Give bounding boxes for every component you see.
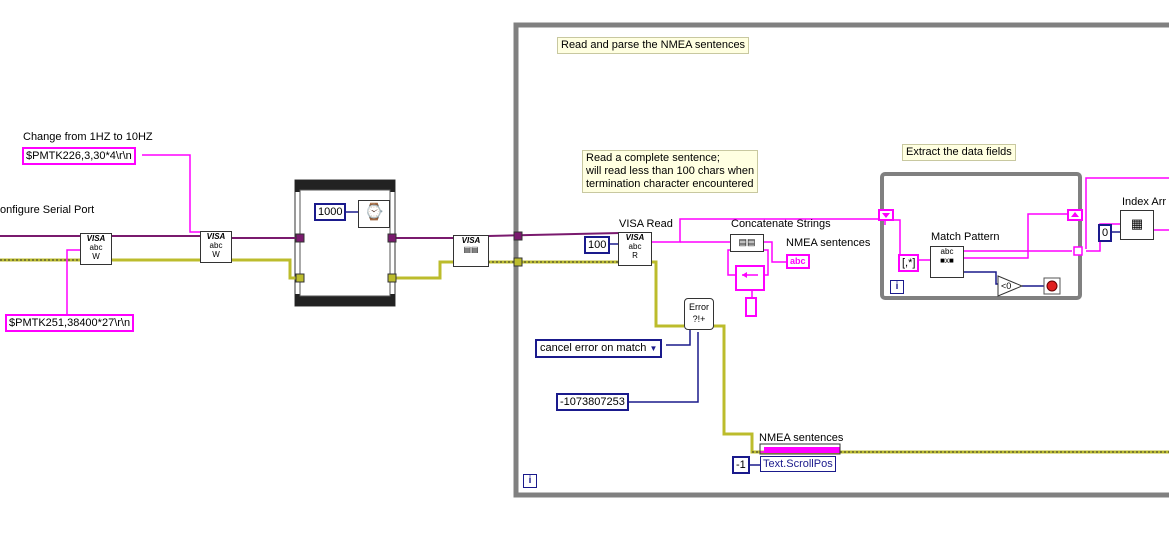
comment-extract-fields: Extract the data fields (902, 144, 1016, 161)
numeric-constant-scroll[interactable]: -1 (732, 456, 750, 474)
property-node-scrollpos[interactable]: Text.ScrollPos (760, 456, 836, 472)
serial-port-icon: ▤▤ (463, 245, 479, 254)
numeric-constant-index[interactable]: 0 (1098, 224, 1113, 242)
shift-register-left (878, 209, 894, 221)
for-loop-iteration-terminal: i (890, 280, 904, 294)
enum-cancel-error[interactable]: cancel error on match ▼ (535, 339, 663, 358)
shift-string-node (735, 265, 765, 291)
label-nmea-sentences-1: NMEA sentences (786, 237, 871, 249)
svg-text:<0: <0 (1001, 281, 1011, 291)
label-concatenate: Concatenate Strings (731, 218, 831, 230)
string-constant-pmtk251[interactable]: $PMTK251,38400*27\r\n (5, 314, 135, 332)
comment-read-sentence: Read a complete sentence; will read less… (582, 150, 759, 193)
comment-line-3: termination character encountered (586, 178, 754, 190)
dropdown-arrow-icon[interactable]: ▼ (649, 344, 658, 353)
string-constant-pattern[interactable]: [,*] (898, 254, 920, 272)
wait-ms-node[interactable]: ⌚ (358, 200, 390, 228)
numeric-constant-wait[interactable]: 1000 (314, 203, 347, 221)
match-pattern-node[interactable]: abc■x■ (930, 246, 964, 278)
while-loop-iteration-terminal: i (523, 474, 537, 488)
nmea-indicator-bar (764, 447, 840, 453)
error-symbol-icon: Error ?!+ (689, 302, 709, 324)
visa-tunnel (513, 231, 523, 241)
match-pattern-icon: abc■x■ (940, 247, 954, 265)
visa-configure-tag: VISA (461, 236, 481, 245)
label-visa-read: VISA Read (619, 218, 673, 230)
comment-read-parse-text: Read and parse the NMEA sentences (561, 39, 746, 51)
visa-write-1-tag: VISA (86, 234, 106, 243)
concatenate-icon: ▤▤ (738, 237, 756, 247)
enum-cancel-error-text: cancel error on match (540, 342, 647, 354)
comment-read-parse: Read and parse the NMEA sentences (557, 37, 750, 54)
index-array-node[interactable]: ▦ (1120, 210, 1154, 240)
label-change-rate: Change from 1HZ to 10HZ (23, 131, 153, 143)
string-constant-pmtk226[interactable]: $PMTK226,3,30*4\r\n (22, 147, 136, 165)
concatenate-strings-node[interactable]: ▤▤ (730, 234, 764, 252)
error-tunnel (513, 257, 523, 267)
for-loop-frame (880, 172, 1082, 300)
numeric-constant-error-code[interactable]: -1073807253 (556, 393, 629, 411)
index-array-icon: ▦ (1130, 216, 1144, 231)
label-nmea-sentences-2: NMEA sentences (759, 432, 844, 444)
comment-extract-text: Extract the data fields (906, 146, 1012, 158)
numeric-constant-byte-count[interactable]: 100 (584, 236, 611, 254)
flat-sequence-frame (294, 179, 396, 307)
comment-line-2: will read less than 100 chars when (586, 165, 755, 177)
for-loop-out-tunnel (1073, 246, 1083, 256)
watch-icon: ⌚ (364, 204, 384, 221)
nmea-string-indicator[interactable]: abc (786, 254, 810, 269)
visa-read-tag: VISA (625, 233, 645, 242)
while-loop-frame (513, 22, 1169, 498)
less-than-zero-node: <0 (997, 275, 1024, 297)
label-index-array: Index Arr (1122, 196, 1167, 208)
label-configure-serial: onfigure Serial Port (0, 204, 95, 216)
shift-register-right (1067, 209, 1083, 221)
visa-write-2-tag: VISA (206, 232, 226, 241)
visa-configure-node[interactable]: VISA ▤▤ (453, 235, 489, 267)
label-match-pattern: Match Pattern (931, 231, 1000, 243)
clear-error-node[interactable]: Error ?!+ (684, 298, 714, 330)
stop-condition-icon (1043, 277, 1061, 295)
comment-line-1: Read a complete sentence; (586, 152, 720, 164)
empty-string-constant (745, 297, 757, 317)
